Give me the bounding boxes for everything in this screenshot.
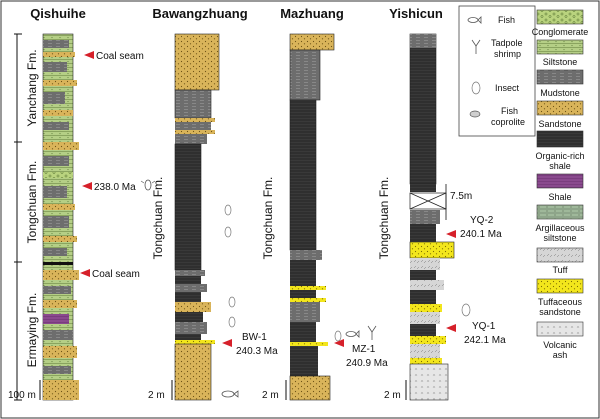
fish-fossil-icon (345, 330, 360, 338)
age-arrow-mz1 (334, 339, 344, 347)
legend-swatch-argillaceous-siltstone (536, 204, 584, 220)
age-arrow-yq2 (446, 230, 456, 238)
legend-fish-label: Fish (498, 15, 515, 25)
column-title-yishicun: Yishicun (389, 6, 443, 21)
coal-seam-arrow-2 (80, 269, 90, 277)
sample-label-bw1: BW-1 (242, 332, 267, 343)
column-title-bawangzhuang: Bawangzhuang (152, 6, 247, 21)
formation-label-tongchuan-bawangzhuang: Tongchuan Fm. (151, 177, 165, 260)
age-arrow-bw1 (222, 339, 232, 347)
legend-swatch-mudstone (536, 69, 584, 85)
fish-fossil-icon (221, 390, 239, 398)
scale-label-qishuihe: 100 m (8, 390, 36, 401)
legend-swatch-volcanic-ash (536, 321, 584, 337)
age-label-bw1: 240.3 Ma (236, 346, 278, 357)
sample-label-yq2: YQ-2 (470, 215, 494, 226)
legend-tuffaceous-label-2: sandstone (539, 307, 581, 317)
insect-fossil-icon (461, 303, 471, 317)
sample-label-mz1: MZ-1 (352, 344, 376, 355)
scale-label-bawangzhuang: 2 m (148, 390, 165, 401)
insect-legend-icon (471, 81, 481, 95)
legend-volcanic-label-1: Volcanic (543, 340, 577, 350)
legend-organic-label-1: Organic-rich (535, 151, 584, 161)
legend-swatch-shale (536, 173, 584, 189)
legend-argillaceous-label-2: siltstone (543, 233, 576, 243)
coal-seam-label-2: Coal seam (92, 269, 140, 280)
legend-swatch-conglomerate (536, 9, 584, 25)
tadpole-shrimp-legend-icon (471, 39, 481, 54)
legend-coprolite-label-1: Fish (501, 106, 518, 116)
legend-volcanic-label-2: ash (553, 350, 568, 360)
fish-legend-icon (467, 16, 482, 24)
age-label-mz1: 240.9 Ma (346, 358, 388, 369)
coal-seam-arrow-1 (84, 51, 94, 59)
column-title-mazhuang: Mazhuang (280, 6, 344, 21)
formation-label-tongchuan-yishicun: Tongchuan Fm. (377, 177, 391, 260)
legend-conglomerate-label: Conglomerate (532, 27, 589, 37)
age-arrow-yq1 (446, 324, 456, 332)
legend-tuff-label: Tuff (552, 265, 568, 275)
legend-coprolite-label-2: coprolite (491, 117, 525, 127)
formation-label-tongchuan-mazhuang: Tongchuan Fm. (261, 177, 275, 260)
formation-bracket (14, 33, 22, 401)
legend-tuffaceous-label-1: Tuffaceous (538, 297, 583, 307)
legend-organic-label-2: shale (549, 161, 571, 171)
legend-swatch-siltstone (536, 39, 584, 55)
age-arrow-qishuihe (82, 182, 92, 190)
tadpole-shrimp-icon (367, 325, 377, 340)
formation-label-ermaying: Ermaying Fm. (25, 293, 39, 368)
age-label-yq1: 242.1 Ma (464, 335, 506, 346)
formation-label-yanchang: Yanchang Fm. (25, 49, 39, 126)
formation-label-tongchuan-qishuihe: Tongchuan Fm. (25, 161, 39, 244)
age-label-yq2: 240.1 Ma (460, 229, 502, 240)
legend-argillaceous-label-1: Argillaceous (535, 223, 585, 233)
legend-tadpole-label-1: Tadpole (491, 38, 523, 48)
gap-label: 7.5m (450, 191, 472, 202)
legend-tadpole-label-2: shrimp (494, 49, 521, 59)
legend-swatch-organic-shale (536, 130, 584, 148)
insect-fossil-icon (140, 179, 156, 191)
bawangzhuang-column (174, 33, 220, 401)
legend-swatch-tuffaceous-sandstone (536, 278, 584, 294)
legend-swatch-sandstone (536, 100, 584, 116)
lithology-legend: Conglomerate Siltstone Mudstone Sandston… (532, 9, 589, 360)
column-title-qishuihe: Qishuihe (30, 6, 86, 21)
legend-siltstone-label: Siltstone (543, 57, 578, 67)
legend-swatch-tuff (536, 247, 584, 263)
fossil-legend: Fish Tadpole shrimp Insect Fish coprolit… (458, 5, 536, 137)
yishicun-column (409, 33, 455, 401)
legend-shale-label: Shale (548, 192, 571, 202)
insect-fossil-icon (334, 330, 342, 342)
legend-sandstone-label: Sandstone (538, 119, 581, 129)
legend-mudstone-label: Mudstone (540, 88, 580, 98)
legend-insect-label: Insect (495, 83, 520, 93)
mazhuang-column (289, 33, 335, 401)
age-label-qishuihe: 238.0 Ma (94, 182, 136, 193)
scale-label-yishicun: 2 m (384, 390, 401, 401)
coal-seam-label-1: Coal seam (96, 51, 144, 62)
scale-label-mazhuang: 2 m (262, 390, 279, 401)
coprolite-legend-icon (469, 110, 481, 118)
qishuihe-column (42, 33, 79, 401)
insect-fossil-icon (224, 204, 236, 328)
sample-label-yq1: YQ-1 (472, 321, 496, 332)
